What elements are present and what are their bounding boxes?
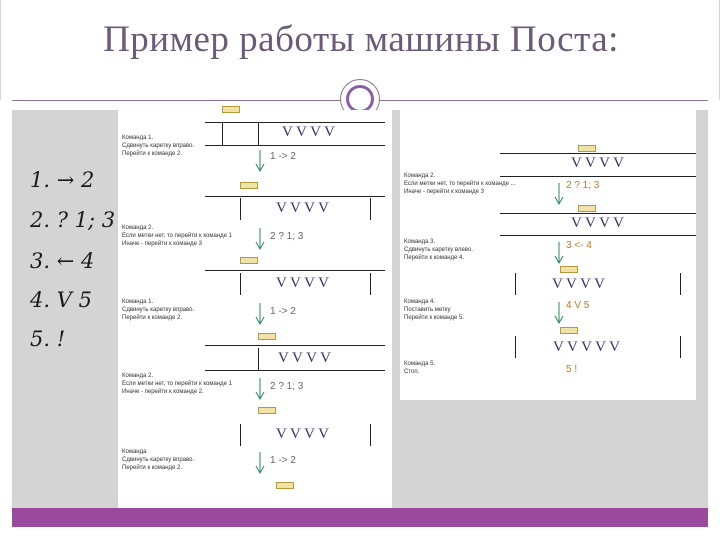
carriage-marker [560,266,578,273]
program-op: ! [56,327,66,351]
program-op: V 5 [56,288,92,312]
step-label: 2 ? 1; 3 [270,231,304,242]
tape-line [500,153,696,154]
program-num: 1. [30,168,51,192]
carriage-marker [276,482,294,489]
program-num: 5. [30,327,51,351]
tape-tick [680,273,681,295]
command-text: Команда 5. Стоп. [404,361,436,375]
tape-line [500,213,696,214]
carriage-marker [258,333,276,340]
tape-cells: V V V V [282,124,335,140]
tape-tick [222,123,223,145]
tape-tick [240,198,241,220]
carriage-marker [578,145,596,152]
tape-tick [240,273,241,295]
slide-title: Пример работы машины Поста: [103,19,619,60]
command-text: Команда 3. Сдвинуть каретку влево. Перей… [404,239,473,261]
tape-cells: V V V V [571,215,624,231]
arrow-down-icon [255,303,265,325]
tape-line [500,235,696,236]
program-op: → 2 [56,168,95,192]
arrow-down-icon [255,228,265,250]
program-num: 2. [30,208,51,232]
tape-cells: V V V V [276,275,329,291]
program-num: 4. [30,288,51,312]
step-label: 1 -> 2 [270,306,296,317]
step-label: 5 ! [566,364,578,375]
command-text: Команда 1. Сдвинуть каретку вправо. Пере… [122,299,195,321]
tape-line [205,270,385,271]
tape-cells: V V V V [571,155,624,171]
tape-tick [258,123,259,145]
tape-tick [370,424,371,446]
command-text: Команда 4. Поставить метку Перейти к ком… [404,299,465,321]
arrow-down-icon [255,378,265,400]
tape-tick [515,336,516,358]
tape-cells: V V V V [552,276,605,292]
step-label: 2 ? 1; 3 [566,180,600,191]
step-label: 1 -> 2 [270,151,296,162]
tape-line [205,370,385,371]
program-num: 3. [30,249,51,273]
command-text: Команда 2. Если метки нет, то перейти к … [122,225,232,247]
program-op: ← 4 [56,249,95,273]
step-label: 4 V 5 [566,300,590,311]
right-sheet [400,110,696,400]
arrow-down-icon [554,302,564,324]
tape-line [205,145,385,146]
carriage-marker [578,205,596,212]
left-sheet [118,110,392,508]
tape-line [205,196,385,197]
tape-tick [370,198,371,220]
step-label: 2 ? 1; 3 [270,381,304,392]
arrow-down-icon [255,150,265,172]
carriage-marker [560,327,578,334]
carriage-marker [240,182,258,189]
tape-cells: V V V V V [553,339,620,355]
carriage-marker [258,407,276,414]
bottom-accent-bar [12,508,708,527]
program-line-4: 4. V 5 [30,288,92,312]
carriage-marker [222,106,240,113]
program-line-5: 5. ! [30,327,65,351]
tape-line [205,122,385,123]
command-text: Команда 1. Сдвинуть каретку вправо. Пере… [122,135,195,157]
tape-tick [258,348,259,370]
program-op: ? 1; 3 [56,208,116,232]
step-label: 1 -> 2 [270,455,296,466]
program-line-1: 1. → 2 [30,168,94,192]
step-label: 3 <- 4 [566,240,592,251]
command-text: Команда 2. Если метки нет, то перейти к … [122,373,232,395]
tape-cells: V V V V [276,426,329,442]
tape-line [500,176,696,177]
tape-cells: V V V V [276,200,329,216]
tape-tick [680,336,681,358]
tape-cells: V V V V [278,350,331,366]
program-line-3: 3. ← 4 [30,249,94,273]
tape-tick [515,273,516,295]
arrow-down-icon [554,242,564,264]
arrow-down-icon [255,452,265,474]
command-text: Команда Сдвинуть каретку вправо. Перейти… [122,449,195,471]
tape-tick [370,273,371,295]
command-text: Команда 2. Если метки нет, то перейти к … [404,173,516,195]
arrow-down-icon [554,183,564,205]
carriage-marker [240,257,258,264]
tape-tick [240,424,241,446]
program-line-2: 2. ? 1; 3 [30,208,115,232]
tape-line [205,345,385,346]
